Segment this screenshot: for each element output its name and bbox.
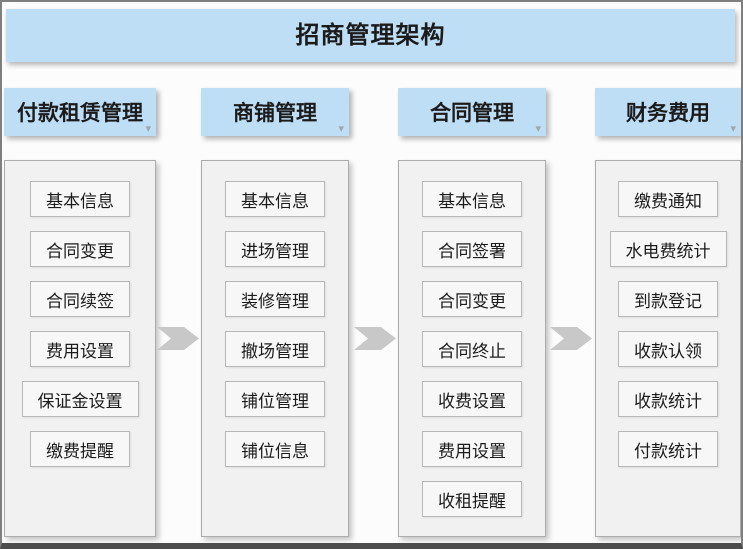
module-button[interactable]: 装修管理 [225,281,325,317]
module-button[interactable]: 合同签署 [422,231,522,267]
flow-arrow-icon [354,327,396,350]
column-header-button[interactable]: 付款租赁管理 ▾ [4,88,156,136]
chevron-down-icon: ▾ [535,122,541,135]
module-button[interactable]: 收款认领 [618,331,718,367]
module-button[interactable]: 合同终止 [422,331,522,367]
module-button[interactable]: 基本信息 [30,181,130,217]
module-button[interactable]: 缴费提醒 [30,431,130,467]
column-header-label: 付款租赁管理 [17,101,143,125]
column-header-button[interactable]: 商铺管理 ▾ [201,88,349,136]
module-button[interactable]: 付款统计 [618,431,718,467]
module-button[interactable]: 保证金设置 [21,381,139,417]
column-header-label: 商铺管理 [233,101,317,125]
module-button[interactable]: 基本信息 [422,181,522,217]
module-button[interactable]: 费用设置 [30,331,130,367]
column-section: 合同管理 ▾ 基本信息 合同签署 合同变更 合同终止 收费设置 费用设置 收租提… [398,88,546,537]
module-button[interactable]: 收租提醒 [422,481,522,517]
module-button[interactable]: 费用设置 [422,431,522,467]
module-button[interactable]: 基本信息 [225,181,325,217]
column-header-button[interactable]: 合同管理 ▾ [398,88,546,136]
module-button[interactable]: 收款统计 [618,381,718,417]
column-section: 财务费用 ▾ 缴费通知 水电费统计 到款登记 收款认领 收款统计 付款统计 [595,88,741,537]
module-button[interactable]: 合同续签 [30,281,130,317]
module-button[interactable]: 铺位管理 [225,381,325,417]
module-button[interactable]: 收费设置 [422,381,522,417]
page-title: 招商管理架构 [6,9,735,62]
module-button[interactable]: 进场管理 [225,231,325,267]
column-section: 商铺管理 ▾ 基本信息 进场管理 装修管理 撤场管理 铺位管理 铺位信息 [201,88,349,537]
flow-arrow-icon [157,327,199,350]
chevron-down-icon: ▾ [338,122,344,135]
column-header-button[interactable]: 财务费用 ▾ [595,88,741,136]
chevron-down-icon: ▾ [730,122,736,135]
flow-arrow-icon [550,327,592,350]
column-header-label: 合同管理 [430,101,514,125]
column-panel: 缴费通知 水电费统计 到款登记 收款认领 收款统计 付款统计 [595,160,741,537]
module-button[interactable]: 水电费统计 [609,231,727,267]
module-button[interactable]: 撤场管理 [225,331,325,367]
column-header-label: 财务费用 [626,101,710,125]
module-button[interactable]: 铺位信息 [225,431,325,467]
column-panel: 基本信息 进场管理 装修管理 撤场管理 铺位管理 铺位信息 [201,160,349,537]
module-button[interactable]: 缴费通知 [618,181,718,217]
column-section: 付款租赁管理 ▾ 基本信息 合同变更 合同续签 费用设置 保证金设置 缴费提醒 [4,88,156,537]
module-button[interactable]: 合同变更 [30,231,130,267]
column-panel: 基本信息 合同签署 合同变更 合同终止 收费设置 费用设置 收租提醒 [398,160,546,537]
module-button[interactable]: 到款登记 [618,281,718,317]
chevron-down-icon: ▾ [145,122,151,135]
column-panel: 基本信息 合同变更 合同续签 费用设置 保证金设置 缴费提醒 [4,160,156,537]
module-button[interactable]: 合同变更 [422,281,522,317]
